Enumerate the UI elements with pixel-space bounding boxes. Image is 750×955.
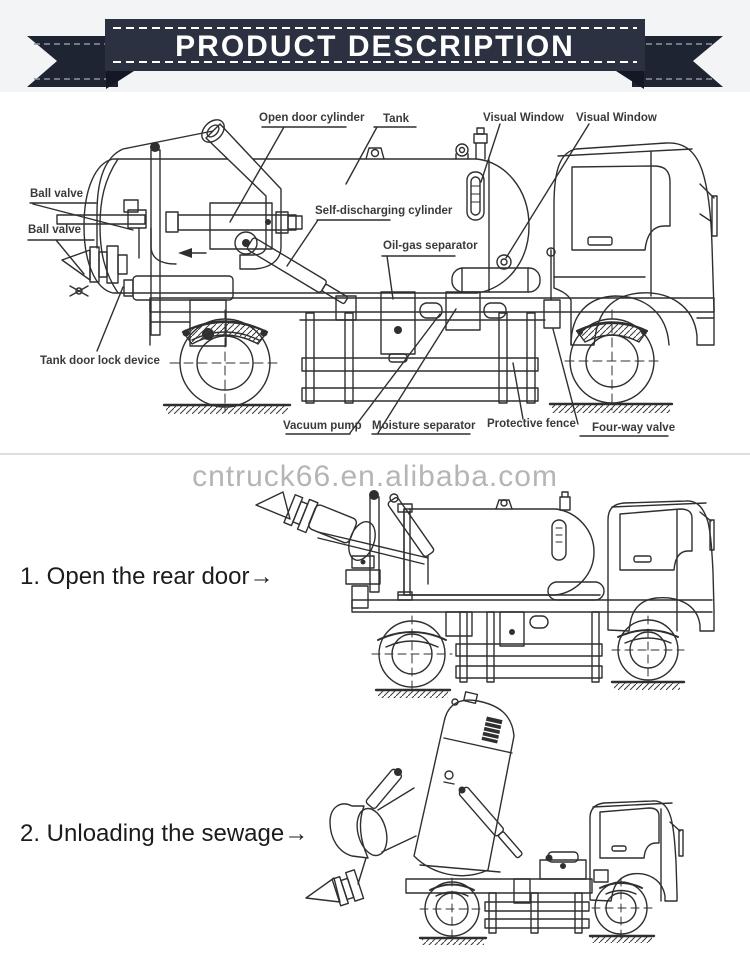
- watermark-text: cntruck66.en.alibaba.com: [192, 460, 558, 493]
- label-four-way-valve: Four-way valve: [592, 422, 675, 434]
- main-diagram-truck: [56, 119, 718, 414]
- banner-title: PRODUCT DESCRIPTION: [175, 30, 575, 63]
- step-1-caption: 1. Open the rear door→: [20, 563, 273, 590]
- step-2-caption: 2. Unloading the sewage→: [20, 820, 308, 847]
- diagram-leader-lines: [27, 123, 669, 437]
- ribbon-left-fold: [106, 71, 134, 89]
- label-self-discharging-cylinder: Self-discharging cylinder: [315, 205, 453, 217]
- ribbon-right-fold: [616, 71, 644, 89]
- diagram-labels: Open door cylinder Tank Visual Window Vi…: [28, 112, 675, 434]
- label-moisture-separator: Moisture separator: [372, 420, 476, 432]
- ribbon-right-tail: [632, 36, 723, 87]
- label-oil-gas-separator: Oil-gas separator: [383, 240, 478, 252]
- truck-step-1: [255, 490, 715, 698]
- label-tank: Tank: [383, 113, 410, 125]
- label-ball-valve-2: Ball valve: [28, 224, 81, 236]
- ribbon-band-stitching: [113, 27, 637, 63]
- label-visual-window-1: Visual Window: [483, 112, 564, 124]
- ribbon-left-tail: [27, 36, 118, 87]
- label-visual-window-2: Visual Window: [576, 112, 657, 124]
- label-open-door-cylinder: Open door cylinder: [259, 112, 365, 124]
- label-protective-fence: Protective fence: [487, 418, 576, 430]
- label-tank-door-lock-device: Tank door lock device: [40, 355, 160, 367]
- truck-step-2: [305, 691, 684, 945]
- product-description-banner: PRODUCT DESCRIPTION: [27, 19, 723, 89]
- label-vacuum-pump: Vacuum pump: [283, 420, 362, 432]
- ribbon-tail-stitching: [34, 43, 716, 80]
- label-ball-valve-1: Ball valve: [30, 188, 83, 200]
